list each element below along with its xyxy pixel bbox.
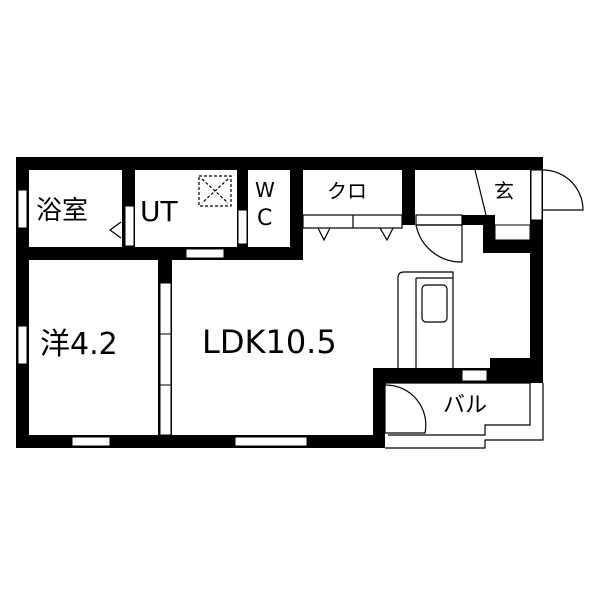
windows: [17, 169, 543, 447]
room-label-bath: 浴室: [36, 196, 89, 226]
fixtures: [108, 169, 584, 449]
room-label-western: 洋4.2: [40, 327, 118, 362]
room-label-wc-w: W: [255, 178, 275, 202]
room-label-balcony: バル: [443, 393, 488, 418]
room-label-entrance: 玄: [494, 179, 514, 203]
room-label-closet: クロ: [327, 179, 367, 203]
room-label-utility: UT: [140, 195, 178, 228]
room-label-wc-c: C: [257, 206, 273, 231]
room-label-ldk: LDK10.5: [202, 323, 337, 361]
